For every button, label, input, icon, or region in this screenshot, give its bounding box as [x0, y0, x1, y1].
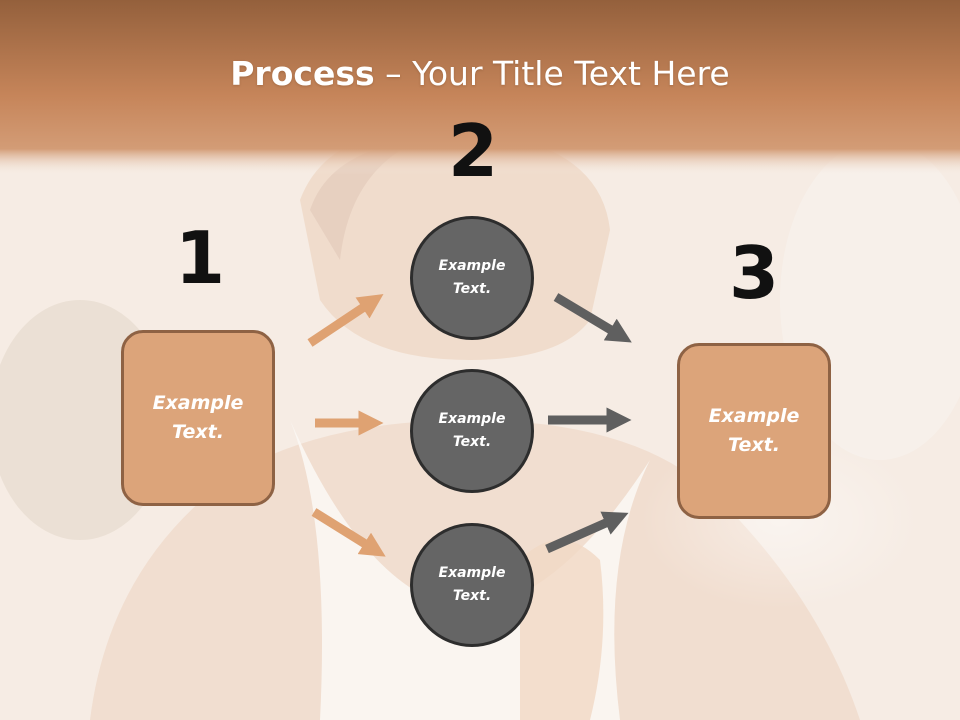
step-1-box: Example Text.	[121, 330, 275, 506]
title-rest: – Your Title Text Here	[374, 54, 730, 93]
arrow-2c-to-3	[545, 511, 629, 554]
step-1-text: Example Text.	[152, 392, 244, 443]
arrow-2a-to-3	[553, 293, 632, 343]
arrow-1-to-2a	[307, 294, 384, 347]
step-2-circle-1-text: Example Text.	[438, 258, 506, 297]
step-2-circle-2-text: Example Text.	[438, 411, 506, 450]
step-3-box: Example Text.	[677, 343, 831, 519]
step-2-number: 2	[447, 109, 499, 193]
step-2-circle-1: Example Text.	[410, 216, 534, 340]
slide-title: Process – Your Title Text Here	[0, 52, 960, 96]
step-2-circle-2: Example Text.	[410, 369, 534, 493]
step-2-circle-3: Example Text.	[410, 523, 534, 647]
arrow-1-to-2c	[311, 508, 386, 557]
step-2-circle-3-text: Example Text.	[438, 565, 506, 604]
step-3-text: Example Text.	[708, 405, 800, 456]
title-bold: Process	[230, 54, 375, 93]
step-3-number: 3	[728, 231, 780, 315]
step-1-number: 1	[174, 216, 226, 300]
